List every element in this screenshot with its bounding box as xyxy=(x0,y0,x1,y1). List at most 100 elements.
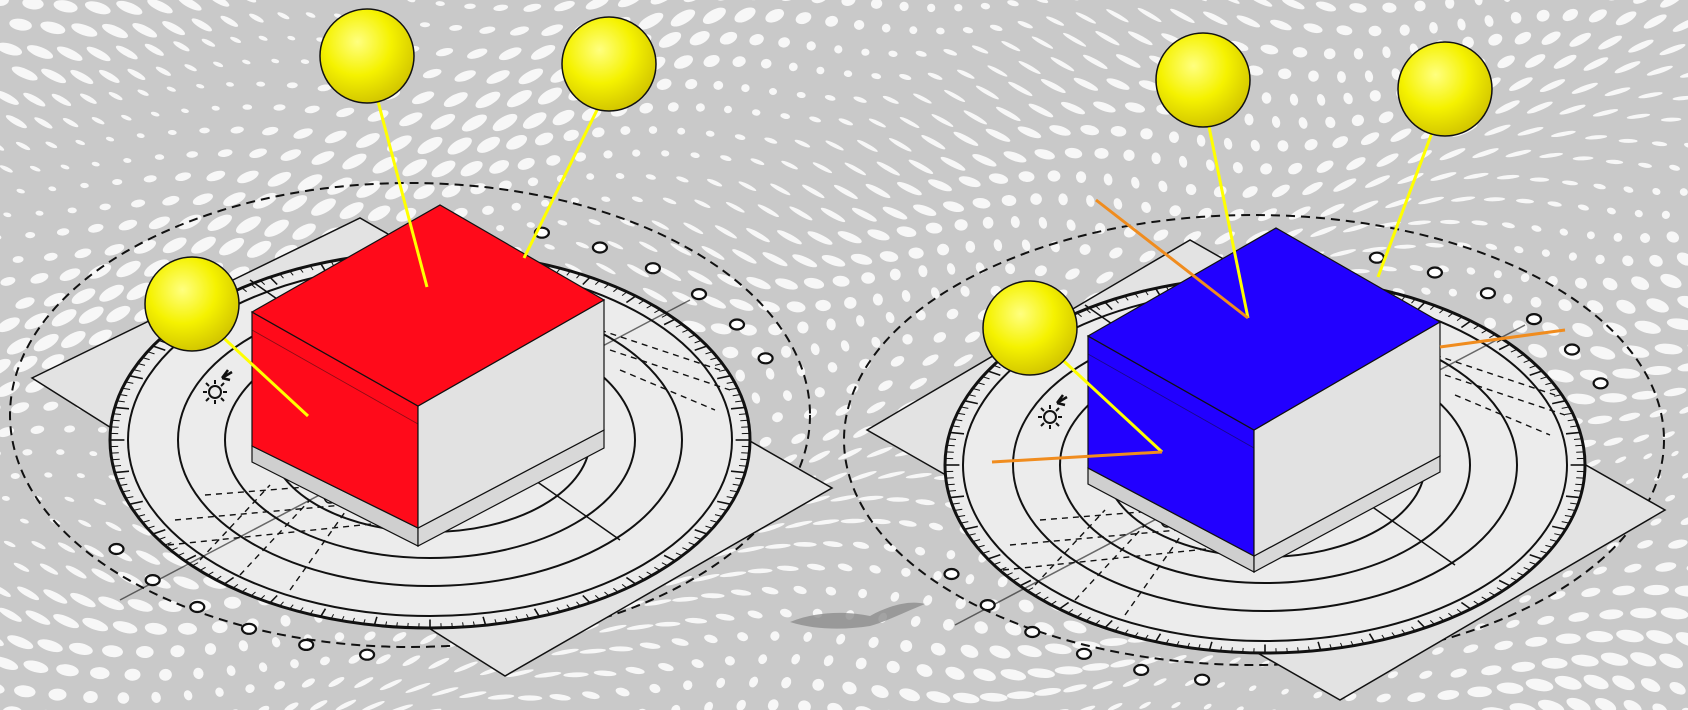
pattern-blob xyxy=(840,340,850,352)
degree-tick xyxy=(714,363,723,366)
pattern-blob xyxy=(1298,117,1308,129)
pattern-blob xyxy=(838,118,853,126)
north-arrow-icon xyxy=(1056,394,1068,407)
pattern-blob xyxy=(670,243,692,256)
degree-tick xyxy=(582,594,591,604)
pattern-blob xyxy=(836,633,846,645)
pattern-blob xyxy=(245,684,255,693)
pattern-blob xyxy=(1568,252,1577,261)
pattern-blob xyxy=(71,288,96,305)
pattern-blob xyxy=(1577,204,1589,211)
pattern-blob xyxy=(479,26,496,34)
pattern-blob xyxy=(714,225,737,239)
pattern-blob xyxy=(649,683,661,694)
pattern-blob xyxy=(822,429,840,441)
pattern-blob xyxy=(930,287,940,299)
degree-tick xyxy=(717,500,731,506)
pattern-blob xyxy=(1315,1,1336,12)
pattern-blob xyxy=(953,354,973,367)
pattern-blob xyxy=(11,66,38,81)
pattern-blob xyxy=(803,277,825,289)
pattern-blob xyxy=(1593,183,1606,190)
pattern-blob xyxy=(211,105,220,111)
pattern-blob xyxy=(271,637,281,648)
pattern-blob xyxy=(814,387,825,398)
pattern-blob xyxy=(126,282,152,301)
pattern-blob xyxy=(746,276,771,290)
degree-tick xyxy=(977,382,985,386)
pattern-blob xyxy=(701,245,725,260)
pattern-blob xyxy=(1034,265,1047,277)
pattern-blob xyxy=(1151,152,1161,165)
degree-tick xyxy=(147,525,155,529)
pattern-blob xyxy=(90,667,110,680)
pattern-blob xyxy=(704,634,718,644)
pattern-blob xyxy=(1407,220,1432,225)
pattern-blob xyxy=(1196,134,1206,147)
degree-tick xyxy=(694,529,708,535)
pattern-blob xyxy=(300,59,310,64)
pattern-blob xyxy=(832,275,850,287)
pattern-blob xyxy=(989,645,1011,659)
pattern-blob xyxy=(534,671,562,678)
degree-tick xyxy=(1517,572,1525,576)
pattern-blob xyxy=(1110,126,1127,137)
pattern-blob xyxy=(311,151,335,165)
pattern-blob xyxy=(48,688,67,701)
pattern-blob xyxy=(178,622,197,635)
pattern-blob xyxy=(1539,79,1566,93)
pattern-blob xyxy=(974,621,988,634)
pattern-blob xyxy=(1606,0,1624,1)
degree-tick xyxy=(740,458,749,461)
pattern-blob xyxy=(993,239,1003,252)
hour-marker xyxy=(644,262,662,275)
pattern-blob xyxy=(1001,40,1021,52)
pattern-blob xyxy=(927,72,943,80)
pattern-blob xyxy=(691,659,704,669)
pattern-blob xyxy=(1514,31,1532,45)
degree-tick xyxy=(1401,629,1406,635)
pattern-blob xyxy=(219,237,245,256)
degree-tick xyxy=(1565,431,1581,435)
degree-tick xyxy=(726,496,735,499)
pattern-blob xyxy=(498,180,512,191)
pattern-blob xyxy=(517,695,543,701)
pattern-blob xyxy=(1093,101,1116,113)
degree-tick xyxy=(582,276,591,286)
pattern-blob xyxy=(1551,130,1576,138)
pattern-blob xyxy=(667,102,679,112)
pattern-blob xyxy=(1277,140,1289,152)
pattern-blob xyxy=(1076,705,1096,710)
pattern-blob xyxy=(537,87,563,105)
pattern-blob xyxy=(916,664,933,677)
pattern-blob xyxy=(1467,686,1492,698)
pattern-blob xyxy=(1407,692,1426,702)
degree-tick xyxy=(177,552,185,557)
pattern-blob xyxy=(56,228,70,236)
pattern-blob xyxy=(879,251,899,262)
pattern-blob xyxy=(861,48,870,56)
pattern-blob xyxy=(1,495,10,501)
degree-tick xyxy=(223,576,235,585)
pattern-blob xyxy=(1613,233,1623,242)
pattern-blob xyxy=(34,117,53,129)
pattern-blob xyxy=(1600,652,1629,666)
pattern-blob xyxy=(844,162,867,176)
pattern-blob xyxy=(213,61,224,68)
pattern-blob xyxy=(70,592,96,608)
degree-tick xyxy=(1050,600,1057,606)
pattern-blob xyxy=(1630,652,1657,667)
pattern-blob xyxy=(402,655,421,667)
pattern-blob xyxy=(154,154,165,160)
pattern-blob xyxy=(713,80,724,90)
pattern-blob xyxy=(411,91,435,105)
pattern-blob xyxy=(703,54,720,68)
pattern-blob xyxy=(102,23,128,39)
pattern-blob xyxy=(262,126,279,136)
degree-tick xyxy=(1220,646,1223,652)
degree-tick xyxy=(1067,609,1074,614)
pattern-blob xyxy=(704,701,714,710)
pattern-blob xyxy=(1541,657,1568,669)
pattern-blob xyxy=(972,197,991,209)
pattern-blob xyxy=(30,425,45,434)
